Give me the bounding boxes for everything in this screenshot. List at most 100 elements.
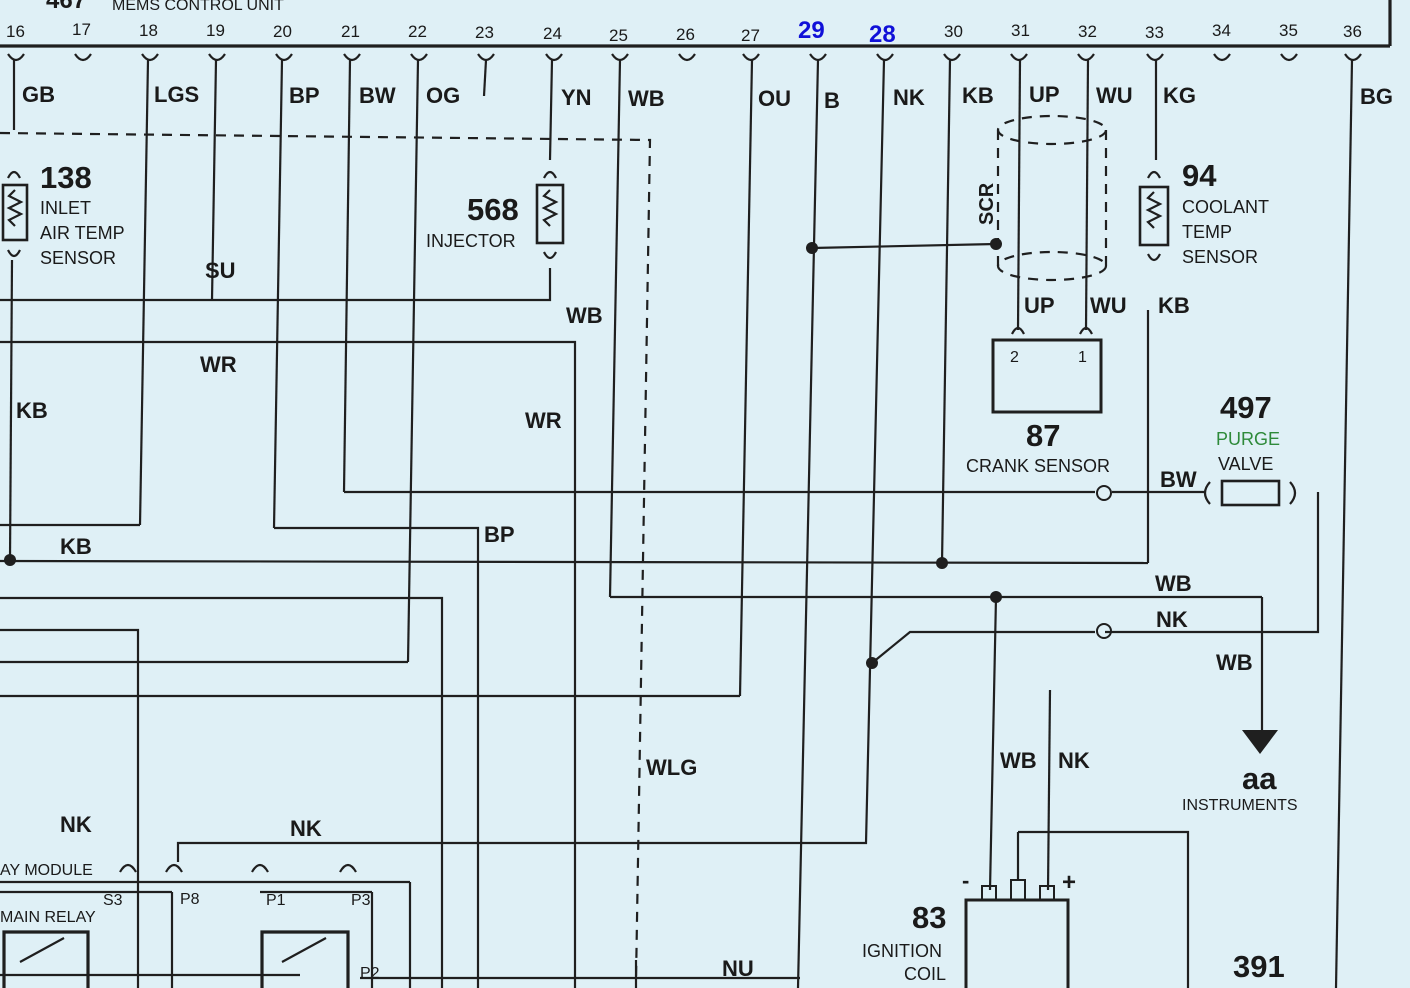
pin-number-highlight: 29 bbox=[798, 17, 825, 44]
pin-number: 36 bbox=[1343, 22, 1362, 41]
relay-pin: P3 bbox=[351, 892, 371, 909]
wire-label: WB bbox=[1216, 650, 1253, 675]
wire-labels-mid: SU WR WB WR KB KB BP BW WB NK WB WLG WB … bbox=[16, 258, 1253, 981]
component-label: SENSOR bbox=[40, 248, 116, 268]
component-number: 138 bbox=[40, 160, 92, 195]
wire-label: KB bbox=[16, 398, 48, 423]
wire-label: KB bbox=[962, 83, 994, 108]
component-label: COOLANT bbox=[1182, 197, 1269, 217]
wire-labels-top: GB LGS BP BW OG YN WB OU B NK KB UP WU K… bbox=[22, 82, 1393, 113]
pin-number: 27 bbox=[741, 26, 760, 45]
pin-number: 32 bbox=[1078, 22, 1097, 41]
component-label: SENSOR bbox=[1182, 247, 1258, 267]
wire-label: GB bbox=[22, 82, 55, 107]
wire-label: SU bbox=[205, 258, 236, 283]
wire-label: WLG bbox=[646, 755, 697, 780]
wire-label: OU bbox=[758, 86, 791, 111]
wire-label: BW bbox=[1160, 467, 1197, 492]
component-label: VALVE bbox=[1218, 454, 1273, 474]
wire-label: KG bbox=[1163, 83, 1196, 108]
pin-number: 16 bbox=[6, 22, 25, 41]
component-number: 497 bbox=[1220, 390, 1272, 425]
wire-label: NK bbox=[1156, 607, 1188, 632]
screened-cable: SCR bbox=[976, 59, 1108, 331]
pin-terminals bbox=[7, 53, 1362, 62]
coolant-temp-sensor: 94 COOLANT TEMP SENSOR bbox=[1138, 158, 1269, 267]
pin-number: 26 bbox=[676, 25, 695, 44]
pin-number: 23 bbox=[475, 23, 494, 42]
wire-label: WB bbox=[566, 303, 603, 328]
component-label: INSTRUMENTS bbox=[1182, 797, 1298, 814]
wire-label: NK bbox=[60, 812, 92, 837]
control-unit-title: MEMS CONTROL UNIT bbox=[112, 0, 284, 14]
component-label: INLET bbox=[40, 198, 91, 218]
component-number: 83 bbox=[912, 900, 946, 935]
pin-number: 20 bbox=[273, 22, 292, 41]
wire-label: NK bbox=[893, 85, 925, 110]
wire-label: B bbox=[824, 88, 840, 113]
crank-sensor: 2 1 87 CRANK SENSOR bbox=[966, 326, 1110, 476]
wire-label: WR bbox=[525, 408, 562, 433]
relay-pin: P8 bbox=[180, 891, 200, 908]
instruments-reference: aa INSTRUMENTS bbox=[1182, 730, 1298, 814]
wires bbox=[0, 59, 1354, 988]
wire-label: UP bbox=[1024, 293, 1055, 318]
terminal-minus: - bbox=[962, 868, 969, 893]
component-label: IGNITION bbox=[862, 941, 942, 961]
wire-label: WU bbox=[1096, 83, 1133, 108]
wire-label: OG bbox=[426, 83, 460, 108]
wire-label: LGS bbox=[154, 82, 199, 107]
pin-label: 2 bbox=[1010, 349, 1019, 366]
component-label: PURGE bbox=[1216, 429, 1280, 449]
wire-label: NU bbox=[722, 956, 754, 981]
wire-label: YN bbox=[561, 85, 592, 110]
wire-label: BP bbox=[484, 522, 515, 547]
screen-lines bbox=[0, 131, 652, 981]
pin-number: 24 bbox=[543, 24, 562, 43]
component-number: 568 bbox=[467, 192, 519, 227]
relay-pin: P2 bbox=[360, 965, 380, 982]
pin-number: 25 bbox=[609, 26, 628, 45]
pin-number: 35 bbox=[1279, 21, 1298, 40]
wire-label: NK bbox=[290, 816, 322, 841]
pin-label: 1 bbox=[1078, 349, 1087, 366]
relay-module: AY MODULE S3 P8 P1 P3 P2 MAIN RELAY bbox=[0, 862, 380, 988]
wire-label: BW bbox=[359, 83, 396, 108]
wire-label: WR bbox=[200, 352, 237, 377]
junctions bbox=[4, 238, 1002, 669]
injector: 568 INJECTOR bbox=[426, 170, 565, 260]
wire-label: WU bbox=[1090, 293, 1127, 318]
screen-label: SCR bbox=[976, 182, 998, 225]
wire-label: WB bbox=[1155, 571, 1192, 596]
component-label: AIR TEMP bbox=[40, 223, 125, 243]
pin-number: 31 bbox=[1011, 21, 1030, 40]
component-label: CRANK SENSOR bbox=[966, 456, 1110, 476]
pin-number: 18 bbox=[139, 21, 158, 40]
wire-label: WB bbox=[1000, 748, 1037, 773]
component-number: 94 bbox=[1182, 158, 1217, 193]
wire-label: KB bbox=[60, 534, 92, 559]
component-number: 391 bbox=[1233, 949, 1285, 984]
terminal-plus: + bbox=[1062, 869, 1076, 896]
pin-number: 19 bbox=[206, 21, 225, 40]
component-label: TEMP bbox=[1182, 222, 1232, 242]
pin-number: 21 bbox=[341, 22, 360, 41]
pin-number-highlight: 28 bbox=[869, 21, 896, 48]
relay-pin: S3 bbox=[103, 892, 123, 909]
wire-label: NK bbox=[1058, 748, 1090, 773]
relay-module-label: AY MODULE bbox=[0, 862, 93, 879]
wire-label: WB bbox=[628, 86, 665, 111]
wire-label: KB bbox=[1158, 293, 1190, 318]
control-unit-id: 467 bbox=[46, 0, 86, 14]
component-number: aa bbox=[1242, 761, 1277, 796]
main-relay-label: MAIN RELAY bbox=[0, 909, 96, 926]
ignition-coil: - + 83 IGNITION COIL bbox=[862, 868, 1076, 988]
wire-label: BG bbox=[1360, 84, 1393, 109]
component-label: COIL bbox=[904, 964, 946, 984]
pin-number: 30 bbox=[944, 22, 963, 41]
pin-number: 33 bbox=[1145, 23, 1164, 42]
component-number: 87 bbox=[1026, 418, 1060, 453]
component-label: INJECTOR bbox=[426, 231, 516, 251]
component-391: 391 bbox=[1233, 949, 1285, 984]
